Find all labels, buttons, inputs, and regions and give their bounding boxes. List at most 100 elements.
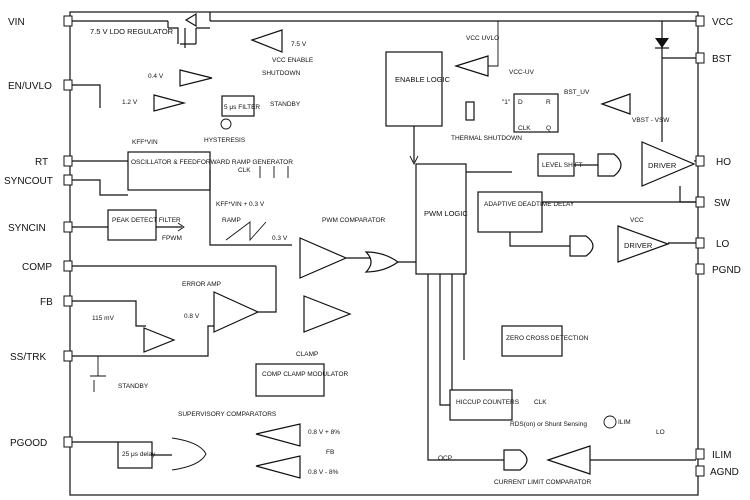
hiccup-label: HICCUP COUNTERS bbox=[456, 399, 520, 406]
pin-pgood-label: PGOOD bbox=[10, 438, 47, 449]
current-limit-label: CURRENT LIMIT COMPARATOR bbox=[494, 479, 592, 486]
rdson-label: RDS(on) or Shunt Sensing bbox=[510, 421, 587, 428]
ff-clk-label: CLK bbox=[518, 125, 531, 132]
pin-lo: LO bbox=[695, 237, 730, 250]
pin-ho-label: HO bbox=[716, 157, 731, 168]
ilim-source-label: ILIM bbox=[618, 419, 631, 426]
pin-bst: BST bbox=[695, 52, 731, 65]
delay-label: 25 μs delay bbox=[122, 451, 156, 458]
pin-fb-pad bbox=[63, 295, 73, 307]
pin-comp: COMP bbox=[22, 260, 73, 273]
pin-agnd: AGND bbox=[695, 465, 739, 478]
ic-boundary bbox=[69, 11, 699, 496]
pin-pgood: PGOOD bbox=[10, 436, 73, 449]
pin-ss-trk: SS/TRK bbox=[10, 350, 73, 363]
pwm-comparator-label: PWM COMPARATOR bbox=[322, 217, 386, 224]
pin-syncin-label: SYNCIN bbox=[8, 223, 46, 234]
pin-ilim-label: ILIM bbox=[712, 450, 731, 461]
pin-vin-pad bbox=[63, 15, 73, 27]
pin-sw-label: SW bbox=[714, 198, 731, 209]
flip-flop-box bbox=[513, 93, 559, 133]
pin-ss-trk-label: SS/TRK bbox=[10, 352, 46, 363]
pg-high-label: 0.8 V + 8% bbox=[308, 429, 340, 436]
standby-bottom: STANDBY bbox=[90, 356, 149, 392]
pin-ss-trk-pad bbox=[63, 350, 73, 362]
vin-ldo-network: 7.5 V LDO REGULATOR 7.5 V VCC ENABLE SHU… bbox=[72, 12, 696, 77]
lo-small-label: LO bbox=[656, 429, 665, 436]
flip-flop-block: D R CLK Q "1" BST_UV VBST - VSW bbox=[502, 89, 670, 133]
peak-detect-block: PEAK DETECT FILTER FPWM bbox=[72, 209, 185, 242]
shutdown-label: SHUTDOWN bbox=[262, 70, 301, 77]
pin-lo-pad bbox=[695, 237, 705, 249]
pin-rt: RT bbox=[35, 155, 73, 168]
peak-detect-label: PEAK DETECT FILTER bbox=[112, 217, 181, 224]
thermal-shutdown: THERMAL SHUTDOWN bbox=[451, 101, 522, 142]
pin-sw-pad bbox=[695, 196, 705, 208]
pin-rt-label: RT bbox=[35, 157, 48, 168]
oscillator-label: OSCILLATOR & FEEDFORWARD RAMP GENERATOR bbox=[131, 159, 293, 166]
pin-sw: SW bbox=[695, 196, 731, 209]
driver-lo-label: DRIVER bbox=[624, 241, 653, 250]
en-ref-12-label: 1.2 V bbox=[122, 99, 138, 106]
pin-bst-label: BST bbox=[712, 54, 731, 65]
pwm-comparator-block: KFF*VIN + 0.3 V RAMP 0.3 V PWM COMPARATO… bbox=[216, 201, 416, 279]
pin-pgnd-label: PGND bbox=[712, 265, 741, 276]
error-amp-label: ERROR AMP bbox=[182, 281, 221, 288]
fb-sup-label: FB bbox=[326, 449, 334, 456]
pin-en-uvlo: EN/UVLO bbox=[8, 79, 73, 92]
en-uvlo-comparators: 0.4 V 1.2 V 5 μs FILTER STANDBY HYSTERES… bbox=[72, 69, 301, 144]
pin-vcc: VCC bbox=[695, 15, 733, 28]
pin-syncout-pad bbox=[63, 174, 73, 186]
ramp-gain-label: KFF*VIN + 0.3 V bbox=[216, 201, 265, 208]
hiccup-clk-label: CLK bbox=[534, 399, 547, 406]
oscillator-block: KFF*VIN OSCILLATOR & FEEDFORWARD RAMP GE… bbox=[72, 139, 293, 246]
ramp-offset-label: 0.3 V bbox=[272, 235, 288, 242]
pwm-logic-label: PWM LOGIC bbox=[424, 209, 468, 218]
pin-syncin-pad bbox=[63, 221, 73, 233]
zero-cross-block: ZERO CROSS DETECTION bbox=[501, 325, 589, 357]
pin-comp-label: COMP bbox=[22, 262, 52, 273]
deadtime-box bbox=[477, 191, 543, 233]
kff-vin-label: KFF*VIN bbox=[132, 139, 158, 146]
hiccup-box bbox=[449, 389, 513, 421]
en-ref-04-label: 0.4 V bbox=[148, 73, 164, 80]
pin-lo-label: LO bbox=[716, 239, 730, 250]
comp-clamp-label: COMP CLAMP MODULATOR bbox=[262, 371, 349, 378]
pwm-logic-box bbox=[415, 163, 467, 275]
standby-bottom-label: STANDBY bbox=[118, 383, 149, 390]
supervisory-label: SUPERVISORY COMPARATORS bbox=[178, 411, 277, 418]
ff-one-label: "1" bbox=[502, 99, 511, 106]
supervisory-block: SUPERVISORY COMPARATORS 0.8 V + 8% 0.8 V… bbox=[72, 411, 340, 479]
pin-ilim: ILIM bbox=[695, 448, 731, 461]
vcc-uvlo-label: VCC UVLO bbox=[466, 35, 499, 42]
filter-5us-label: 5 μs FILTER bbox=[224, 104, 260, 111]
pin-pgnd-pad bbox=[695, 263, 705, 275]
error-amp-block: ERROR AMP 0.8 V 115 mV bbox=[72, 265, 277, 357]
pin-agnd-label: AGND bbox=[710, 467, 739, 478]
comp-clamp-box bbox=[255, 363, 325, 397]
vcc-enable-label: VCC ENABLE bbox=[272, 57, 314, 64]
zero-cross-box bbox=[501, 325, 563, 357]
oscillator-box bbox=[127, 151, 211, 191]
pin-bst-pad bbox=[695, 52, 705, 64]
ff-r-label: R bbox=[546, 99, 551, 106]
pin-vcc-label: VCC bbox=[712, 17, 733, 28]
pin-fb: FB bbox=[40, 295, 73, 308]
clamp-label: CLAMP bbox=[296, 351, 318, 358]
ff-d-label: D bbox=[518, 99, 523, 106]
pin-syncin: SYNCIN bbox=[8, 221, 73, 234]
pin-fb-label: FB bbox=[40, 297, 53, 308]
ff-q-label: Q bbox=[546, 125, 551, 132]
pin-ho: HO bbox=[695, 155, 731, 168]
pin-pgnd: PGND bbox=[695, 263, 741, 276]
bst-uv-label: BST_UV bbox=[564, 89, 590, 96]
pin-vin-label: VIN bbox=[8, 17, 25, 28]
pin-en-uvlo-label: EN/UVLO bbox=[8, 81, 52, 92]
vcc-lo-label: VCC bbox=[630, 217, 644, 224]
level-shift-label: LEVEL SHIFT bbox=[542, 162, 583, 169]
vbst-label: VBST - VSW bbox=[632, 117, 670, 124]
pin-rt-pad bbox=[63, 155, 73, 167]
ocp-label: OCP bbox=[438, 455, 452, 462]
pin-ilim-pad bbox=[695, 448, 705, 460]
pin-syncout-label: SYNCOUT bbox=[4, 176, 53, 187]
